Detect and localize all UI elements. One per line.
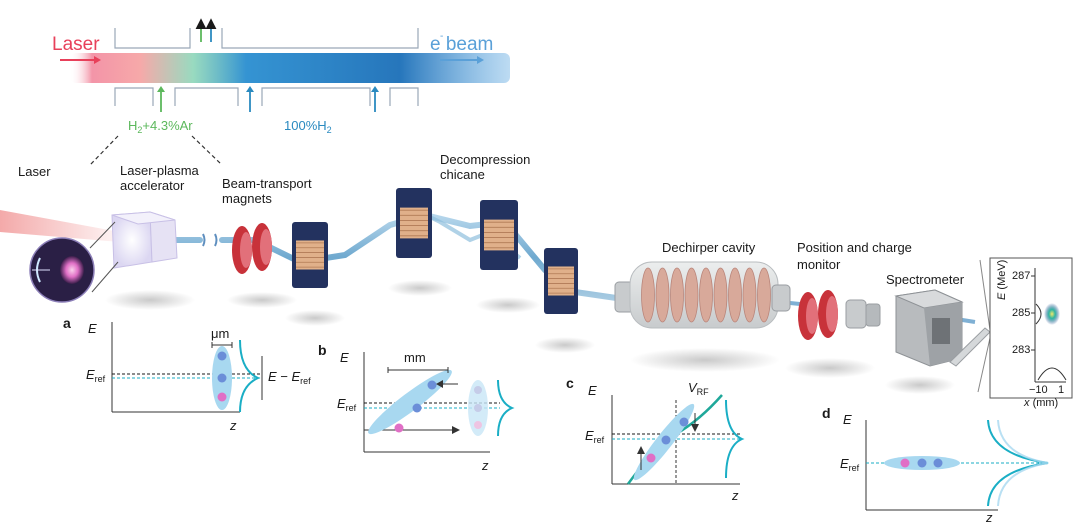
panel-c-eref: Eref: [585, 428, 604, 448]
gas-label-2: 100%H2: [284, 118, 332, 138]
panel-c-y-axis: E: [588, 383, 597, 398]
dipole-magnet-3: [480, 200, 518, 270]
gas1-sub: 2: [137, 125, 143, 135]
inset-x-var: x: [1024, 397, 1030, 409]
plasma-cell: [111, 211, 178, 269]
panel-a-letter: a: [63, 315, 71, 331]
panel-a-x-axis: z: [230, 418, 237, 433]
lpa-label-line1: Laser-plasma: [120, 163, 199, 178]
cavity-cell: [713, 267, 728, 323]
dipole-magnet-1: [292, 222, 328, 288]
lpa-label-line2: accelerator: [120, 178, 185, 193]
panel-c-vrf-main: V: [688, 380, 697, 395]
panel-a-eref-sub: ref: [94, 374, 106, 384]
cavity-cell: [670, 267, 684, 323]
panel-d-eref: Eref: [840, 456, 859, 476]
cavity-cell: [641, 267, 655, 323]
inlet-laser-label: Laser: [52, 34, 100, 55]
panel-a-eref: Eref: [86, 367, 105, 387]
panel-b-eref: Eref: [337, 396, 356, 416]
cavity-cell: [757, 267, 771, 323]
dechirper-cavity: [614, 261, 791, 329]
panel-a-spread: E − Eref: [268, 369, 311, 389]
inset-y-tick-1: 287: [1012, 270, 1031, 282]
cavity-cell: [655, 267, 670, 323]
wake-zoom: [29, 221, 119, 303]
inset-x-axis: x (mm): [1024, 395, 1058, 411]
panel-d-y-axis: E: [843, 412, 852, 427]
chicane-label-line2: chicane: [440, 167, 485, 182]
panel-a-spread-main: E − E: [268, 369, 301, 384]
panel-c-x-axis: z: [732, 488, 739, 503]
panel-d-letter: d: [822, 405, 831, 421]
inset-y-unit: (MeV): [996, 259, 1008, 290]
dechirper-label: Dechirper cavity: [662, 240, 756, 255]
gas1-prefix: H: [128, 118, 138, 133]
panel-d-x-axis: z: [986, 510, 993, 525]
inlet-beam-superscript: -: [440, 31, 444, 42]
gas1-suffix: +4.3%Ar: [142, 118, 193, 133]
quad-magnets-2: [798, 290, 838, 340]
dipole-magnet-4: [544, 248, 578, 314]
laser-beam: [0, 210, 120, 242]
panel-c-eref-sub: ref: [593, 435, 605, 445]
panel-d-eref-sub: ref: [848, 463, 860, 473]
spectrometer-label: Spectrometer: [886, 272, 965, 287]
inset-y-tick-2: 285: [1012, 307, 1031, 319]
inset-x-tick-2: 1: [1058, 384, 1065, 396]
panel-b-width-label: mm: [404, 350, 426, 365]
gas2-sub: 2: [326, 125, 332, 135]
panel-b-x-axis: z: [482, 458, 489, 473]
charge-monitor: [845, 299, 881, 329]
inset-y-axis: E (MeV): [994, 260, 1010, 300]
inset-y-var: E: [996, 292, 1008, 300]
cavity-cell: [742, 267, 757, 323]
panel-a-spread-sub: ref: [300, 376, 311, 386]
quad-magnets-1: [232, 223, 272, 274]
panel-c-letter: c: [566, 375, 574, 391]
panel-b-plot: [363, 352, 515, 453]
panel-b-letter: b: [318, 342, 327, 358]
inset-x-unit: (mm): [1032, 397, 1059, 409]
gas2-prefix: 100%H: [284, 118, 327, 133]
panel-a-eref-main: E: [86, 367, 95, 382]
panel-b-eref-sub: ref: [345, 403, 357, 413]
plasma-inlet: [60, 18, 510, 166]
btm-label-line1: Beam-transport: [222, 176, 312, 191]
inlet-beam-label-first: e beam: [430, 34, 494, 55]
panel-a-y-axis: E: [88, 321, 97, 336]
panel-d-plot: [865, 419, 1049, 511]
panel-c-eref-main: E: [585, 428, 594, 443]
spectrometer-inset: [989, 257, 1073, 399]
inlet-beam-label: e beam: [430, 34, 493, 56]
floor-shadows: [105, 280, 955, 394]
cavity-cell: [699, 267, 713, 323]
dipole-magnet-2: [396, 188, 432, 258]
inset-y-tick-3: 283: [1012, 344, 1031, 356]
monitor-label-line2: monitor: [797, 257, 841, 272]
spectrometer-block: [894, 259, 991, 393]
monitor-label-line1: Position and charge: [797, 240, 912, 255]
panel-c-plot: [611, 394, 745, 485]
cavity-cell: [684, 267, 699, 323]
gas-label-1: H2+4.3%Ar: [128, 118, 193, 138]
laser-label: Laser: [18, 164, 51, 179]
chicane-label-line1: Decompression: [440, 152, 531, 167]
dipole-magnets: [292, 188, 578, 314]
btm-label-line2: magnets: [222, 191, 272, 206]
panel-a-plot: [111, 322, 263, 413]
panel-c-vrf: VRF: [688, 380, 709, 400]
panel-b-y-axis: E: [340, 350, 349, 365]
panel-b-eref-main: E: [337, 396, 346, 411]
inset-x-tick-1: −10: [1029, 384, 1048, 396]
panel-a-width-label: μm: [211, 326, 230, 341]
panel-d-eref-main: E: [840, 456, 849, 471]
panel-c-vrf-sub: RF: [696, 387, 709, 397]
cavity-cell: [728, 267, 742, 323]
